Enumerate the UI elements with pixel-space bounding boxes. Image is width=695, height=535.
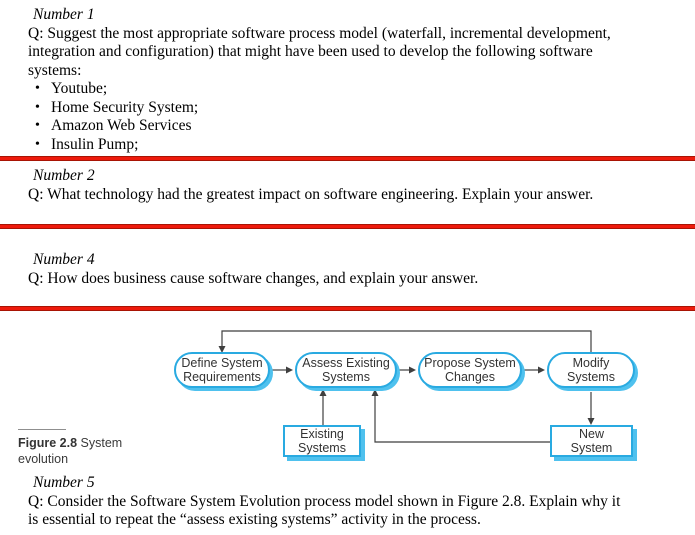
bullet-text: Amazon Web Services xyxy=(51,117,192,134)
question-text-line: integration and configuration) that migh… xyxy=(28,43,593,60)
question-text-line: Q: Consider the Software System Evolutio… xyxy=(28,492,621,510)
question-text-line: is essential to repeat the “assess exist… xyxy=(28,511,481,528)
process-node-propose-system-changes: Propose System Changes xyxy=(418,352,522,388)
question-section-5: Number 5 Q: Consider the Software System… xyxy=(28,474,678,530)
bullet-icon: • xyxy=(35,99,40,115)
bullet-text: Insulin Pump; xyxy=(51,135,139,153)
section-divider xyxy=(0,156,695,161)
question-heading: Number 4 xyxy=(33,251,95,268)
data-node-new-system: New System xyxy=(550,425,633,457)
system-evolution-diagram: Define System Requirements Assess Existi… xyxy=(0,308,695,478)
bullet-text: Home Security System; xyxy=(51,98,199,116)
flow-connectors xyxy=(218,330,595,443)
section-divider xyxy=(0,306,695,311)
bullet-icon: • xyxy=(35,118,40,133)
bullet-text: Youtube; xyxy=(51,80,108,97)
figure-caption: Figure 2.8 System evolution xyxy=(18,436,130,467)
bullet-item: • Insulin Pump; xyxy=(28,136,678,155)
question-heading: Number 1 xyxy=(33,6,95,23)
bullet-icon: • xyxy=(35,81,40,96)
bullet-item: • Youtube; xyxy=(28,80,678,99)
bullet-item: • Amazon Web Services xyxy=(28,117,678,136)
section-divider xyxy=(0,224,695,229)
bullet-icon: • xyxy=(35,136,40,152)
question-text-line: Q: How does business cause software chan… xyxy=(28,269,479,287)
figure-caption-text: System evolution xyxy=(18,436,123,466)
process-node-assess-existing-systems: Assess Existing Systems xyxy=(295,352,397,388)
question-heading: Number 2 xyxy=(33,167,95,184)
question-section-2: Number 2 Q: What technology had the grea… xyxy=(28,167,678,204)
question-text-line: Q: What technology had the greatest impa… xyxy=(28,185,594,203)
figure-caption-label: Figure 2.8 xyxy=(18,436,78,450)
bullet-item: • Home Security System; xyxy=(28,99,678,118)
question-text-line: systems: xyxy=(28,61,82,79)
question-section-1: Number 1 Q: Suggest the most appropriate… xyxy=(28,6,678,154)
question-section-4: Number 4 Q: How does business cause soft… xyxy=(28,251,678,288)
process-node-define-system-requirements: Define System Requirements xyxy=(174,352,270,388)
data-node-existing-systems: Existing Systems xyxy=(283,425,361,457)
question-text-line: Q: Suggest the most appropriate software… xyxy=(28,24,611,42)
process-node-modify-systems: Modify Systems xyxy=(547,352,635,388)
question-heading: Number 5 xyxy=(33,474,95,491)
figure-caption-rule xyxy=(18,429,66,430)
